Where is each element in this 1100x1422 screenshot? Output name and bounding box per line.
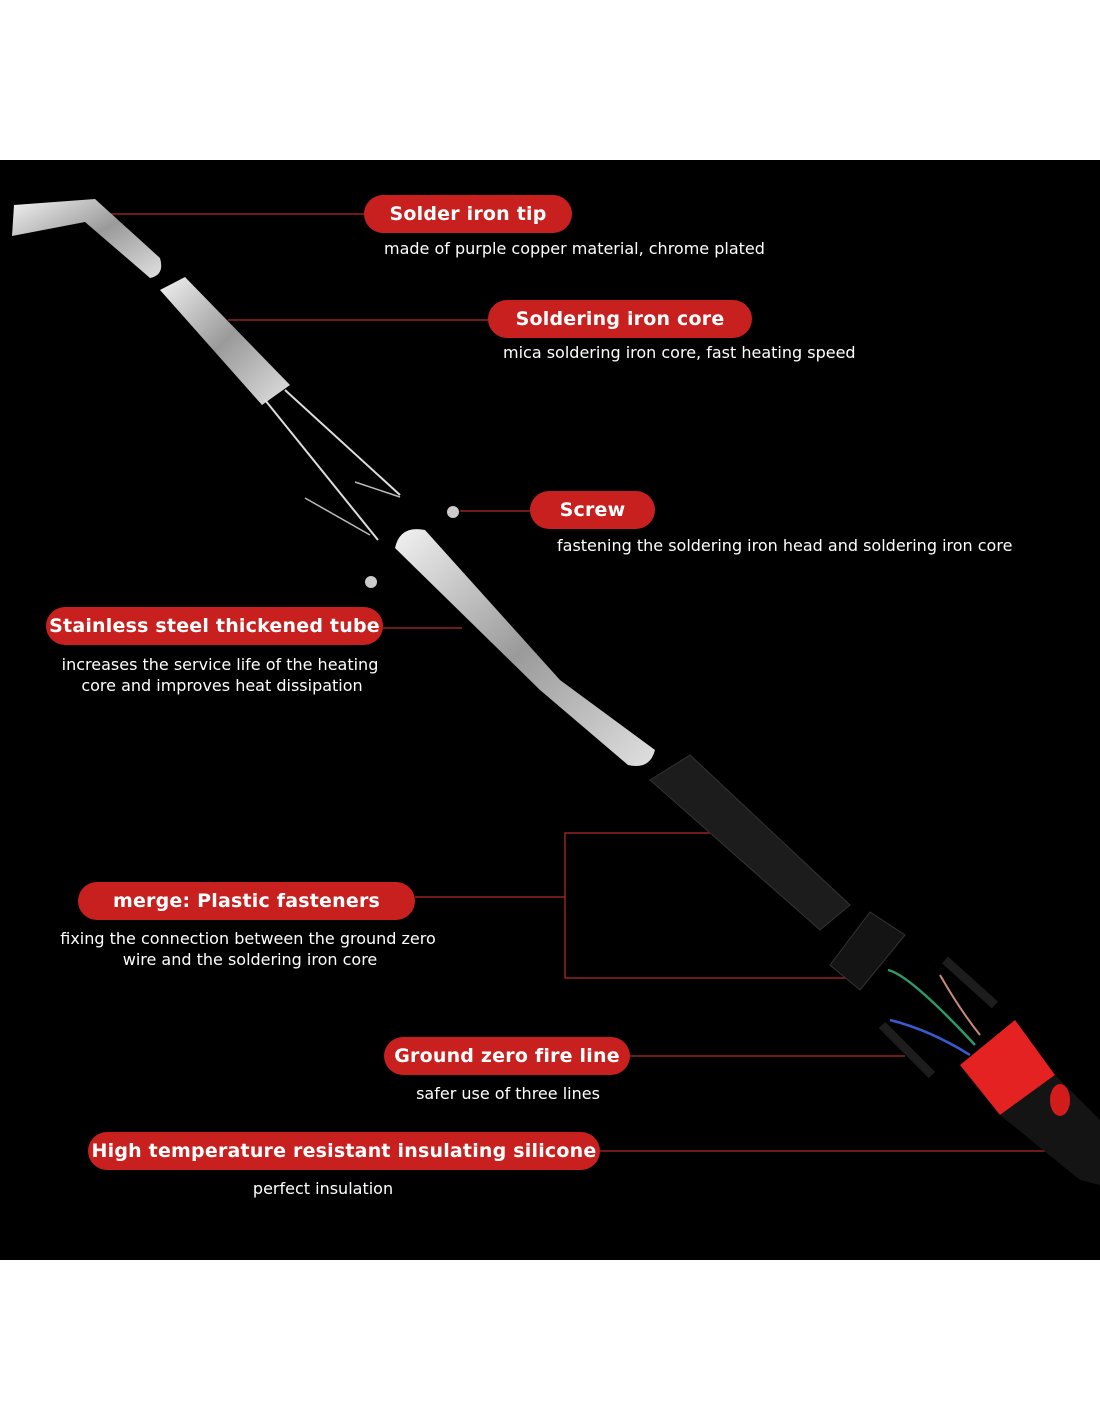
callout-solder-iron-tip-description: made of purple copper material, chrome p… [384,239,765,258]
screw-part [447,506,459,518]
solder-tip-part [12,199,162,278]
callout-ground-zero-fire-line: Ground zero fire line [384,1037,630,1075]
callout-soldering-iron-core-description: mica soldering iron core, fast heating s… [503,343,856,362]
callout-stainless-steel-tube-description-2: core and improves heat dissipation [81,676,363,695]
screw-part [365,576,377,588]
soldering-iron-exploded-illustration [12,199,1100,1185]
silicone-handle-part [960,1020,1100,1185]
heating-core-part [160,277,401,541]
callout-plastic-fasteners: merge: Plastic fasteners [78,882,415,920]
wires-part [878,956,999,1079]
callout-stainless-steel-tube: Stainless steel thickened tube [46,607,383,645]
callout-soldering-iron-core: Soldering iron core [488,300,752,338]
callout-solder-iron-tip: Solder iron tip [364,195,572,233]
plastic-fastener-part [649,754,906,991]
callout-insulating-silicone-description: perfect insulation [252,1179,394,1198]
callout-insulating-silicone: High temperature resistant insulating si… [88,1132,600,1170]
callout-plastic-fasteners-description-1: fixing the connection between the ground… [60,929,436,948]
callout-plastic-fasteners-description-2: wire and the soldering iron core [122,950,378,969]
callout-ground-zero-fire-line-description: safer use of three lines [416,1084,600,1103]
callout-screw: Screw [530,491,655,529]
steel-tube-part [395,529,655,766]
leader-lines [105,213,1068,1152]
callout-screw-description: fastening the soldering iron head and so… [557,536,1013,555]
callout-stainless-steel-tube-description-1: increases the service life of the heatin… [61,655,379,674]
exploded-diagram-panel: Solder iron tip made of purple copper ma… [0,160,1100,1260]
